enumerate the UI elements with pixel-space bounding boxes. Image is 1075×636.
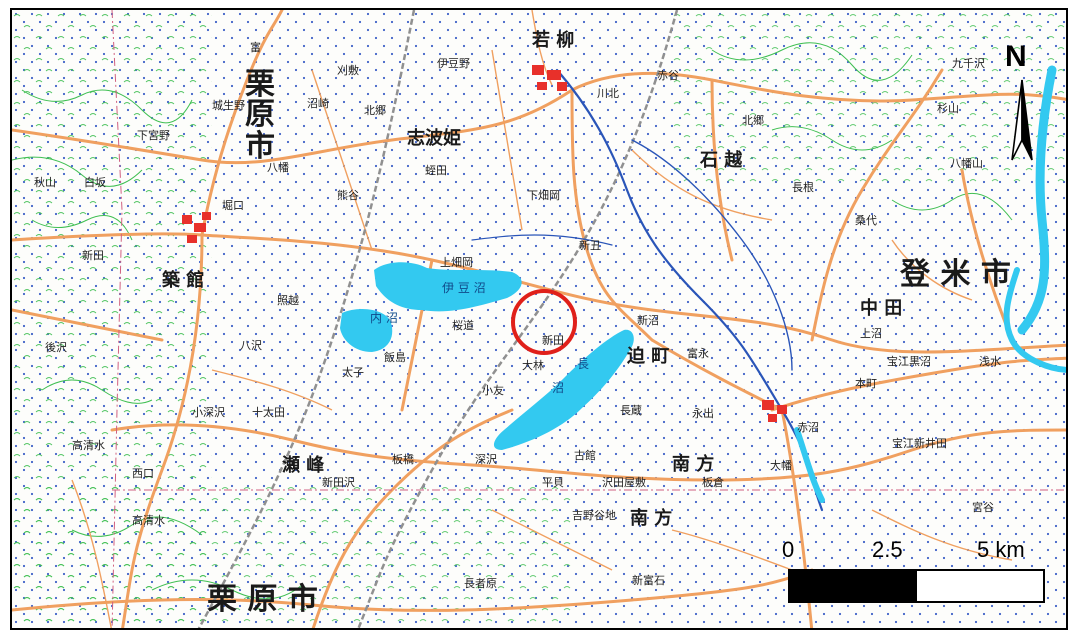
place-label: 板倉: [702, 476, 724, 489]
place-label: 小深沢: [192, 406, 225, 419]
place-label: 長蔵: [620, 404, 642, 417]
place-label: 小友: [482, 384, 504, 397]
place-label: 西口: [132, 467, 154, 480]
place-label: 下宮野: [137, 129, 170, 142]
place-label: 古館: [574, 449, 596, 462]
north-letter: N: [1005, 40, 1027, 73]
place-label: 長根: [792, 181, 814, 194]
place-label: 新田沢: [322, 476, 355, 489]
place-label: 大林: [522, 359, 544, 372]
place-label: 沼崎: [307, 97, 329, 110]
highlight-circle-marker[interactable]: [511, 289, 577, 355]
place-label: 新田: [542, 334, 564, 347]
place-label: 秋山: [34, 176, 56, 189]
urban-areas: [182, 65, 787, 422]
place-label: 桑代: [855, 214, 877, 227]
place-label: 若 柳: [532, 30, 575, 51]
place-label: 中 田: [860, 298, 903, 319]
place-label: 北郷: [742, 114, 764, 127]
scale-label-zero: 0: [782, 537, 795, 562]
place-label: 熊谷: [337, 189, 359, 202]
uchinuma-lake: [340, 308, 393, 352]
contour-lines: [12, 42, 1013, 600]
place-label: 永出: [692, 407, 714, 420]
topographic-map[interactable]: 栗原市栗 原 市登 米 市若 柳志波姫石 越築 館中 田迫 町南 方南 方瀬 峰…: [10, 8, 1068, 630]
place-label: 平貝: [542, 476, 564, 489]
place-label: 南 方: [630, 508, 673, 529]
place-label: 新田: [82, 249, 104, 262]
izunuma-lake: [374, 262, 522, 312]
place-label: 南 方: [672, 454, 715, 475]
place-label: 新富石: [632, 574, 665, 587]
place-label: 原: [245, 97, 275, 132]
place-label: 宝江黒沼: [887, 355, 931, 368]
place-label: 八幡山: [950, 157, 983, 170]
place-label: 八沢: [240, 339, 262, 352]
place-label: 十太田: [252, 406, 285, 419]
place-label: 沼: [552, 381, 565, 395]
place-label: 新沼: [637, 314, 659, 327]
scale-label-mid: 2.5: [872, 537, 903, 562]
city-boundary: [111, 10, 1066, 628]
place-label: 瀬 峰: [282, 455, 325, 476]
scale-bar: [788, 569, 1045, 603]
place-label: 太子: [342, 366, 364, 379]
place-label: 赤谷: [657, 69, 679, 82]
rivers: [471, 65, 1066, 512]
place-label: 伊豆野: [437, 57, 470, 70]
place-label: 市: [245, 129, 275, 164]
place-label: 大幡: [770, 459, 792, 472]
place-label: 刈敷: [337, 64, 359, 77]
place-label: 新丑: [579, 239, 601, 252]
place-label: 宝江新井田: [892, 437, 947, 450]
place-label: 長者原: [464, 577, 497, 590]
naganuma-lake: [493, 329, 634, 450]
place-label: 蛭田: [425, 164, 447, 177]
place-label: 下畑岡: [527, 189, 560, 202]
place-label: 迫 町: [627, 346, 670, 367]
place-label: 沢田屋敷: [602, 476, 646, 489]
place-label: 後沢: [45, 341, 67, 354]
place-label: 富永: [687, 347, 709, 360]
place-label: 高清水: [132, 514, 165, 527]
place-label: 栗 原 市: [207, 582, 318, 617]
place-label: 築 館: [162, 270, 205, 291]
place-label: 本町: [855, 377, 877, 390]
place-label: 志波姫: [407, 128, 461, 149]
place-label: 北郷: [364, 104, 386, 117]
place-label: 桜道: [452, 319, 474, 332]
place-label: 上畑岡: [440, 256, 473, 269]
place-label: 栗: [245, 67, 275, 102]
place-label: 川北: [597, 87, 619, 100]
place-label: 板橋: [392, 453, 414, 466]
minor-roads: [71, 10, 1013, 628]
place-label: 長: [577, 357, 590, 371]
place-label: 上沼: [860, 327, 882, 340]
place-label: 内 沼: [370, 311, 398, 325]
place-label: 吉野谷地: [572, 509, 616, 522]
place-label: 伊 豆 沼: [442, 281, 486, 295]
place-label: 富: [250, 41, 261, 54]
place-label: 深沢: [475, 453, 497, 466]
place-label: 杉山: [937, 102, 959, 115]
place-label: 浅水: [979, 355, 1001, 368]
place-label: 赤沼: [797, 421, 819, 434]
scale-label-end: 5 km: [977, 537, 1025, 562]
place-label: 照越: [277, 294, 299, 307]
place-label: 白坂: [84, 176, 106, 189]
north-arrow-icon: [1011, 79, 1033, 161]
place-label: 登 米 市: [900, 257, 1011, 292]
place-label: 石 越: [700, 150, 743, 171]
place-label: 堀口: [222, 199, 244, 212]
place-label: 飯島: [384, 351, 406, 364]
place-label: 八幡: [267, 161, 289, 174]
place-label: 宮谷: [972, 501, 994, 514]
place-label: 城生野: [212, 99, 245, 112]
railway-line: [197, 10, 679, 628]
map-canvas: [12, 10, 1066, 628]
place-label: 九千沢: [952, 57, 985, 70]
place-label: 高清水: [72, 439, 105, 452]
